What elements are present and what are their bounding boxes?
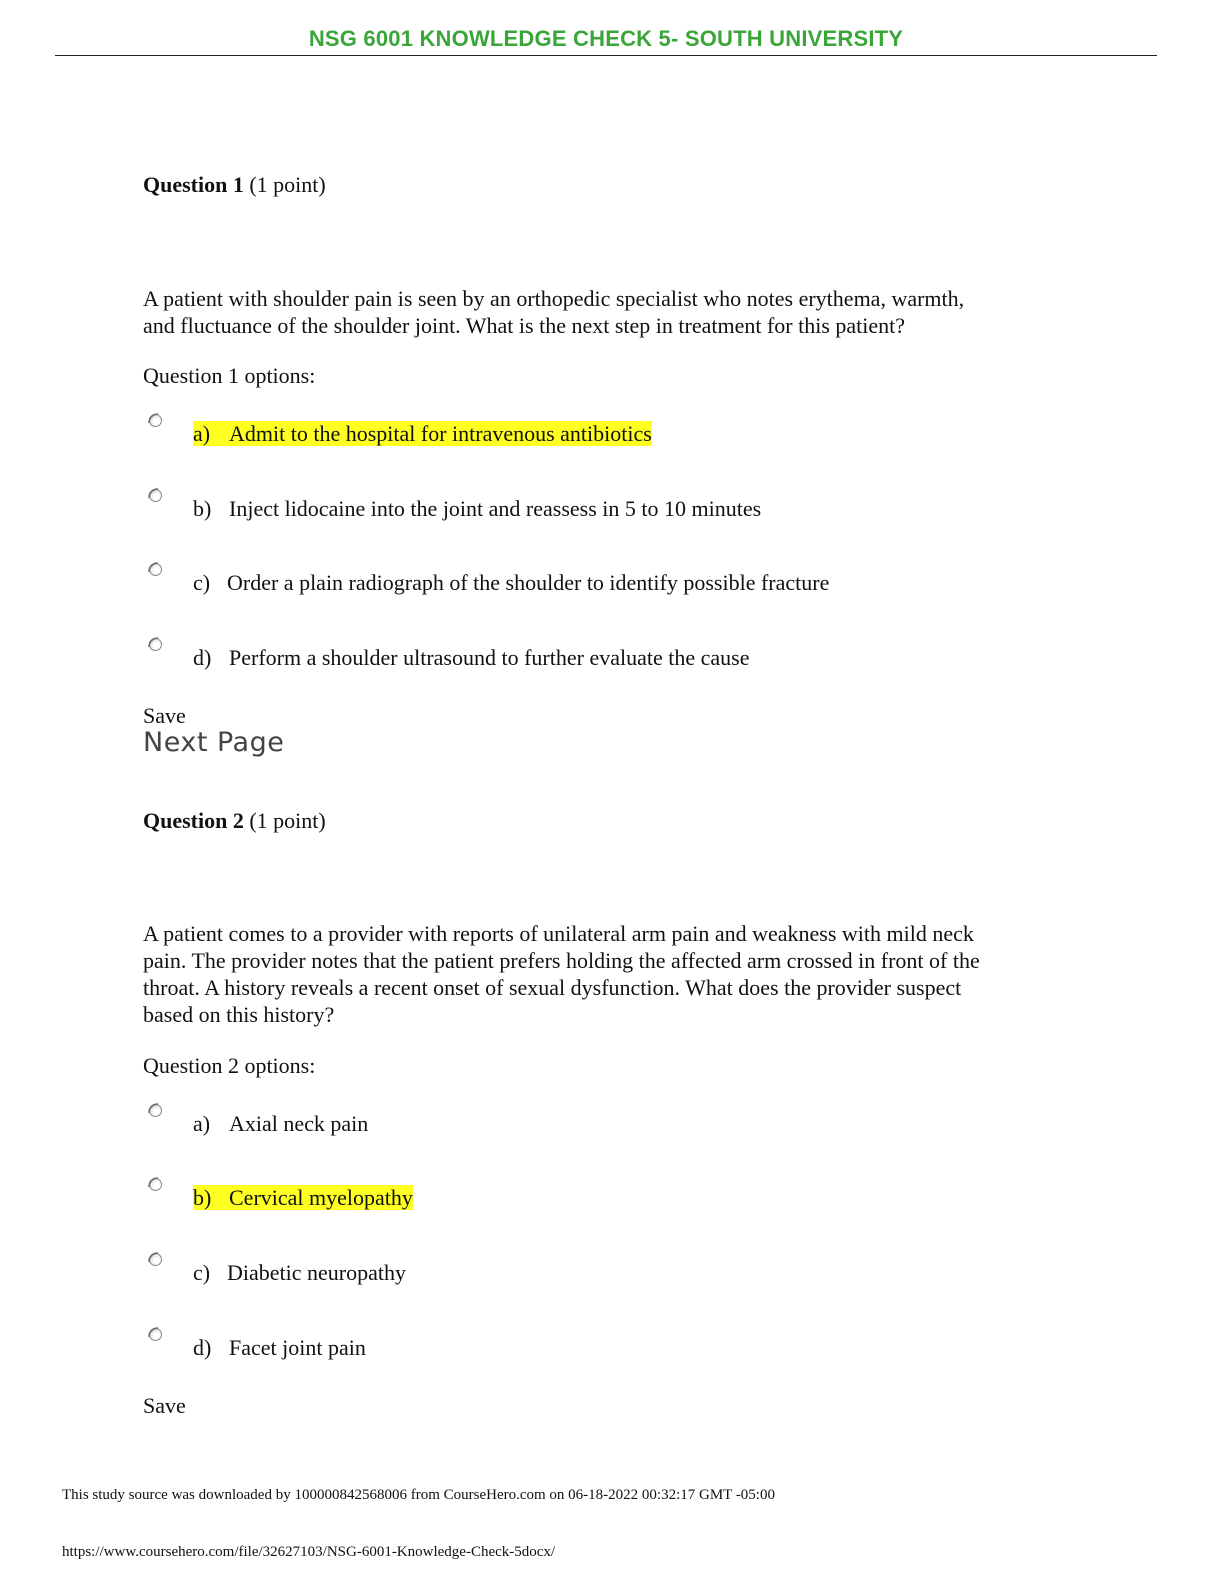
question-2-text-line: A patient comes to a provider with repor…	[143, 921, 974, 946]
footer-url-link[interactable]: https://www.coursehero.com/file/32627103…	[62, 1544, 556, 1560]
question-2-number: Question 2	[143, 808, 244, 833]
option-text: Facet joint pain	[229, 1335, 366, 1360]
question-2-option-a[interactable]: a) Axial neck pain	[193, 1111, 368, 1137]
question-2-points: (1 point)	[249, 808, 326, 833]
question-1-text-line: and fluctuance of the shoulder joint. Wh…	[143, 313, 906, 338]
question-1-points: (1 point)	[249, 172, 326, 197]
option-letter: a)	[193, 421, 211, 446]
question-2-option-b[interactable]: b) Cervical myelopathy	[193, 1185, 413, 1211]
question-2-option-d[interactable]: d) Facet joint pain	[193, 1335, 366, 1361]
option-letter: d)	[193, 1335, 212, 1360]
question-2-options-label: Question 2 options:	[143, 1053, 316, 1078]
question-2-text-line: throat. A history reveals a recent onset…	[143, 975, 962, 1000]
question-2-option-d-radio[interactable]	[148, 1327, 162, 1341]
question-1-options-label: Question 1 options:	[143, 363, 316, 388]
option-text: Diabetic neuropathy	[227, 1260, 406, 1285]
question-2-save-button[interactable]: Save	[143, 1393, 186, 1418]
question-2-text-line: based on this history?	[143, 1002, 335, 1027]
question-2-text-line: pain. The provider notes that the patien…	[143, 948, 980, 973]
option-text: Inject lidocaine into the joint and reas…	[229, 496, 762, 521]
next-page-link[interactable]: Next Page	[143, 727, 285, 758]
header-divider	[55, 55, 1157, 56]
question-1-text-line: A patient with shoulder pain is seen by …	[143, 286, 965, 311]
option-letter: b)	[193, 1185, 212, 1210]
option-text: Order a plain radiograph of the shoulder…	[227, 570, 830, 595]
question-1-option-c[interactable]: c) Order a plain radiograph of the should…	[193, 570, 829, 596]
question-1-title: Question 1 (1 point)	[143, 172, 326, 198]
option-letter: d)	[193, 645, 212, 670]
question-1-option-b[interactable]: b) Inject lidocaine into the joint and re…	[193, 496, 761, 522]
question-1-text: A patient with shoulder pain is seen by …	[143, 285, 1063, 339]
question-2-title: Question 2 (1 point)	[143, 808, 326, 834]
question-2-option-b-radio[interactable]	[148, 1177, 162, 1191]
footer-download-notice: This study source was downloaded by 1000…	[62, 1487, 775, 1503]
question-2-text: A patient comes to a provider with repor…	[143, 920, 1063, 1028]
option-text: Perform a shoulder ultrasound to further…	[229, 645, 750, 670]
option-letter: c)	[193, 1260, 211, 1285]
document-header-title: NSG 6001 KNOWLEDGE CHECK 5- SOUTH UNIVER…	[308, 26, 904, 51]
option-letter: b)	[193, 496, 212, 521]
option-letter: c)	[193, 570, 211, 595]
question-2-option-c-radio[interactable]	[148, 1252, 162, 1266]
question-2-option-c[interactable]: c) Diabetic neuropathy	[193, 1260, 406, 1286]
option-letter: a)	[193, 1111, 211, 1136]
option-text: Admit to the hospital for intravenous an…	[229, 421, 652, 446]
question-1-number: Question 1	[143, 172, 244, 197]
question-1-option-a-radio[interactable]	[148, 413, 162, 427]
option-text: Cervical myelopathy	[229, 1185, 413, 1210]
question-1-option-d-radio[interactable]	[148, 637, 162, 651]
question-2-option-a-radio[interactable]	[148, 1103, 162, 1117]
question-1-option-a[interactable]: a) Admit to the hospital for intravenous …	[193, 421, 652, 447]
question-1-option-c-radio[interactable]	[148, 562, 162, 576]
question-1-option-b-radio[interactable]	[148, 488, 162, 502]
question-1-save-button[interactable]: Save	[143, 703, 186, 728]
question-1-option-d[interactable]: d) Perform a shoulder ultrasound to furth…	[193, 645, 749, 671]
option-text: Axial neck pain	[229, 1111, 369, 1136]
